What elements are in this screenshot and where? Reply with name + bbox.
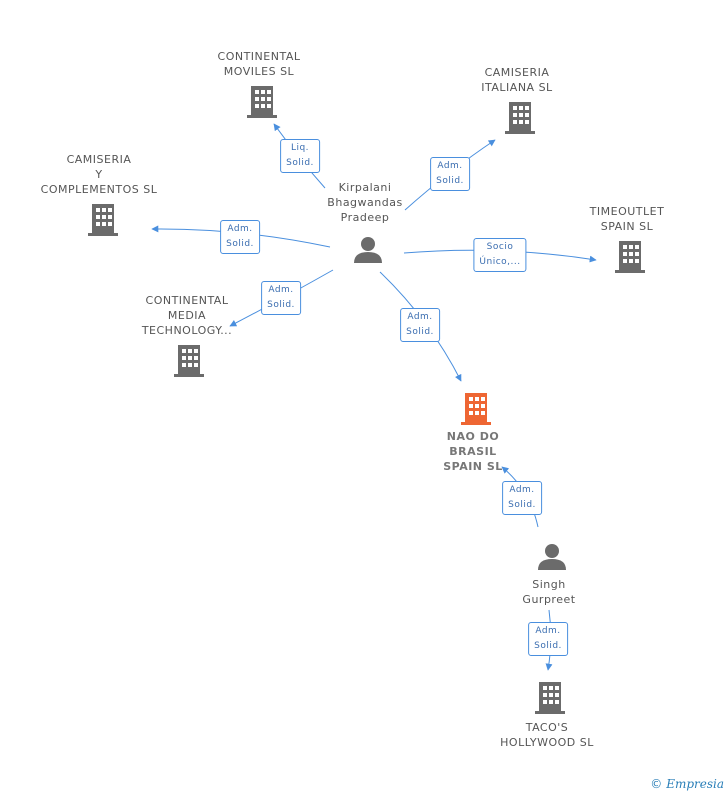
node-label-timeoutlet[interactable]: TIMEOUTLET SPAIN SL: [589, 205, 665, 233]
edge-label-adm-solid[interactable]: Adm. Solid.: [261, 281, 301, 315]
node-label-singh[interactable]: Singh Gurpreet: [522, 578, 576, 606]
node-label-nao-do-brasil[interactable]: NAO DO BRASIL SPAIN SL: [443, 430, 503, 473]
building-icon: [88, 204, 118, 236]
edge-label-adm-solid[interactable]: Adm. Solid.: [430, 157, 470, 191]
edge-label-adm-solid[interactable]: Adm. Solid.: [400, 308, 440, 342]
brand-name: Empresia: [666, 777, 724, 791]
person-icon: [538, 544, 566, 570]
building-icon: [505, 102, 535, 134]
person-icon: [354, 237, 382, 263]
node-label-camiseria-italiana[interactable]: CAMISERIA ITALIANA SL: [481, 66, 553, 94]
node-label-continental-media[interactable]: CONTINENTAL MEDIA TECHNOLOGY...: [141, 294, 233, 337]
node-label-camiseria-complementos[interactable]: CAMISERIA Y COMPLEMENTOS SL: [40, 153, 158, 196]
edge-label-liq-solid[interactable]: Liq. Solid.: [280, 139, 320, 173]
building-icon: [615, 241, 645, 273]
brand-logo[interactable]: ©Empresia: [650, 777, 724, 791]
building-icon: [247, 86, 277, 118]
edge-label-adm-solid[interactable]: Adm. Solid.: [528, 622, 568, 656]
building-icon-focus: [461, 393, 491, 425]
building-icon: [535, 682, 565, 714]
node-label-tacos[interactable]: TACO'S HOLLYWOOD SL: [500, 721, 594, 749]
node-label-continental-moviles[interactable]: CONTINENTAL MOVILES SL: [217, 50, 301, 78]
edge-label-adm-solid[interactable]: Adm. Solid.: [220, 220, 260, 254]
edge-label-adm-solid[interactable]: Adm. Solid.: [502, 481, 542, 515]
node-label-kirpalani[interactable]: Kirpalani Bhagwandas Pradeep: [327, 181, 403, 224]
building-icon: [174, 345, 204, 377]
copyright-icon: ©: [650, 777, 663, 791]
edge-label-socio-unico[interactable]: Socio Único,...: [473, 238, 527, 272]
